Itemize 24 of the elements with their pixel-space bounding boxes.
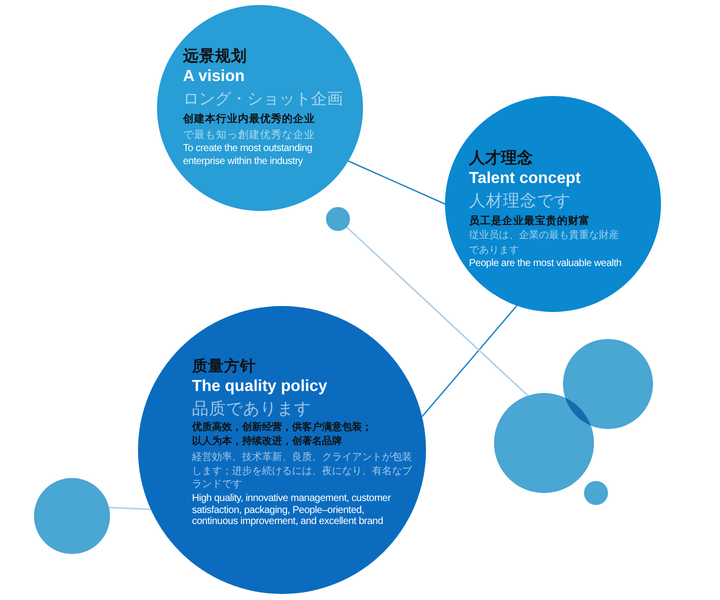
connector-line: [422, 305, 518, 418]
english-text: People are the most valuable wealth: [469, 258, 622, 270]
heading: 人才理念: [469, 148, 533, 169]
japanese-heading: ロング・ショット企画: [183, 88, 343, 110]
english-text: To create the most outstanding enterprise within the industry: [183, 143, 314, 168]
connector-line: [346, 226, 528, 396]
subheading: Talent concept: [469, 169, 581, 189]
chinese-text: 创建本行业内最优秀的企业: [183, 112, 315, 127]
heading: 远景规划: [183, 47, 247, 67]
subheading: The quality policy: [192, 377, 328, 397]
japanese-heading: 人材理念です: [469, 190, 571, 212]
connector-line: [348, 160, 446, 205]
subheading: A vision: [183, 67, 245, 86]
japanese-text: 従业员は、企業の最も貴重な財産であります: [469, 229, 620, 258]
english-text: High quality, innovative management, customer satisfaction, packaging, People–oriented, continuous improvement, and excellent brand: [192, 493, 392, 528]
japanese-heading: 品质であります: [192, 398, 311, 420]
chinese-text: 优质高效，创新经营，供客户满意包装；以人为本，持续改进，创著名品牌: [192, 421, 373, 448]
circle: [584, 481, 608, 505]
japanese-text: 経営効率、技术革新、良质、クライアントが包装します；进步を続けるには、夜になり、有名なブランドです: [192, 451, 412, 492]
circle: [326, 207, 350, 231]
japanese-text: で最も知っ創建优秀な企业: [183, 128, 315, 143]
heading: 质量方针: [192, 357, 256, 377]
chinese-text: 员工是企业最宝贵的财富: [469, 214, 590, 229]
connector-line: [108, 506, 151, 510]
